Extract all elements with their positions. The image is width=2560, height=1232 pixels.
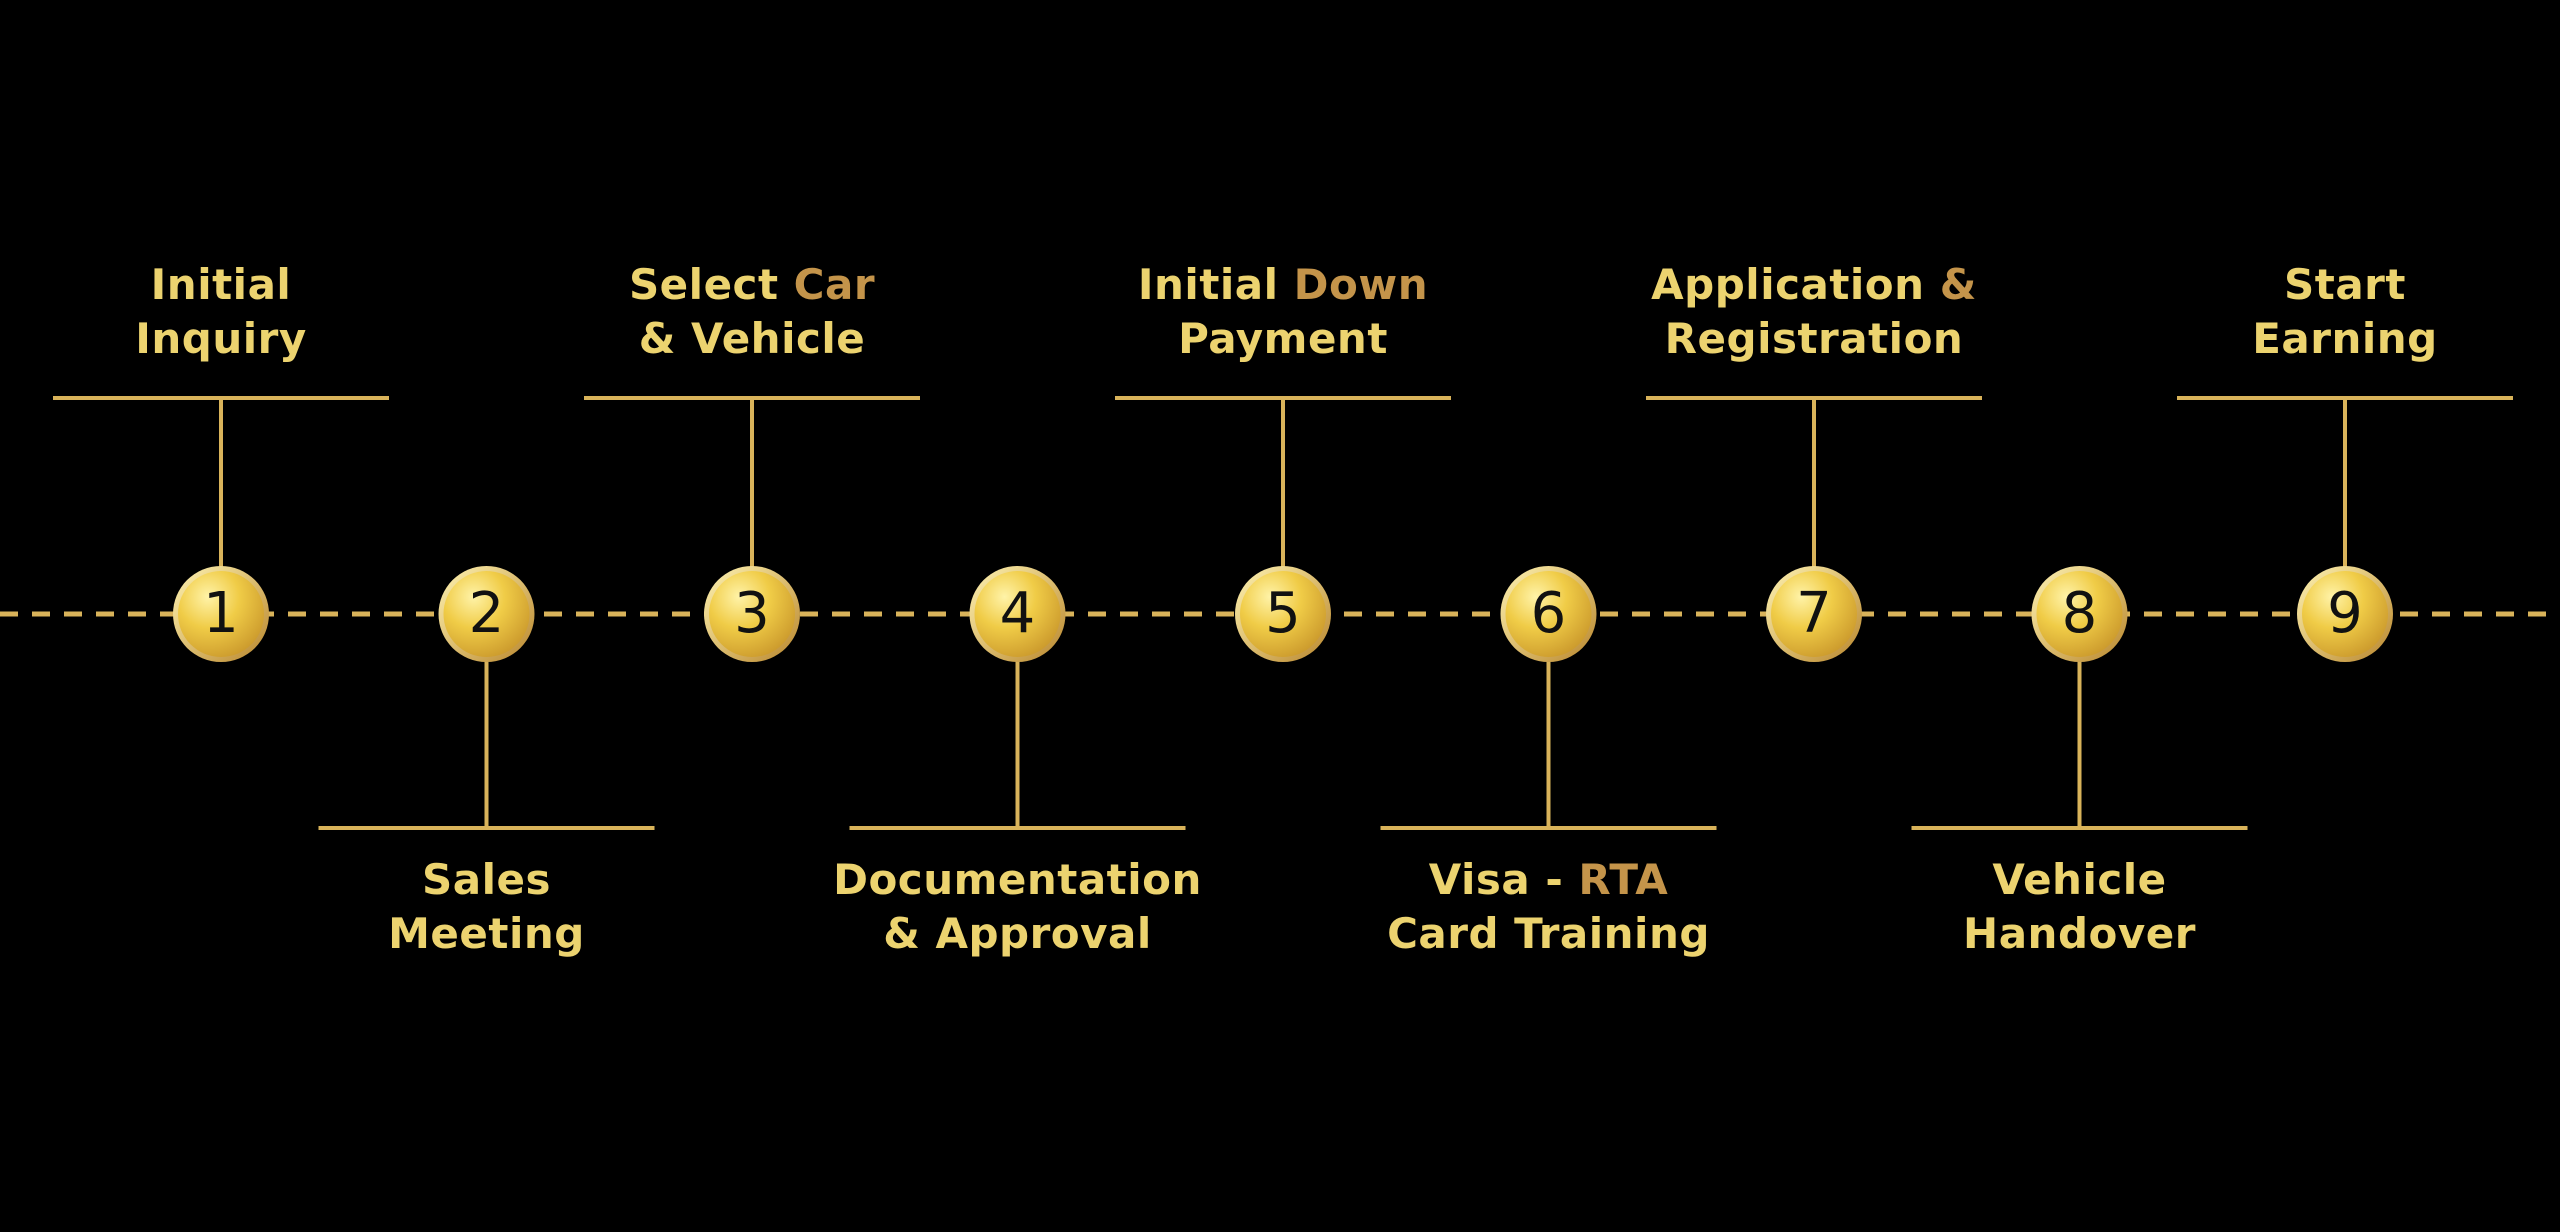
step-label-3: Select Car& Vehicle (552, 258, 952, 366)
step-label-text: Inquiry (135, 314, 307, 363)
step-label-text: Visa - (1428, 855, 1579, 904)
step-label-text: Vehicle (1992, 855, 2167, 904)
step-node-8 (2036, 571, 2123, 657)
step-label-line: Meeting (287, 907, 687, 961)
step-node-4 (974, 571, 1061, 657)
step-number-5: 5 (1265, 581, 1301, 646)
step-label-line: Initial Down (1083, 258, 1483, 312)
step-label-text: RTA (1578, 855, 1669, 904)
step-number-6: 6 (1530, 581, 1567, 646)
step-label-text: Payment (1178, 314, 1388, 363)
step-node-9 (2302, 571, 2388, 657)
step-label-text: Card Training (1387, 909, 1710, 958)
step-label-text: Earning (2252, 314, 2438, 363)
step-label-line: Visa - RTA (1349, 853, 1749, 907)
step-label-line: Vehicle (1880, 853, 2280, 907)
step-label-line: Documentation (818, 853, 1218, 907)
step-label-line: Handover (1880, 907, 2280, 961)
step-label-text: & (1939, 260, 1977, 309)
step-label-text: Meeting (388, 909, 585, 958)
step-label-line: Card Training (1349, 907, 1749, 961)
step-label-text: Initial (150, 260, 292, 309)
step-node-3 (709, 571, 795, 657)
step-node-7 (1771, 571, 1857, 657)
step-label-line: & Vehicle (552, 312, 952, 366)
step-label-text: Down (1293, 260, 1429, 309)
step-label-text: Application (1651, 260, 1940, 309)
step-label-text: Select (628, 260, 794, 309)
step-label-line: Sales (287, 853, 687, 907)
step-label-line: Select Car (552, 258, 952, 312)
step-label-7: Application &Registration (1614, 258, 2014, 366)
step-label-line: Initial (21, 258, 421, 312)
step-label-text: Start (2284, 260, 2406, 309)
step-label-line: Earning (2145, 312, 2545, 366)
step-label-text: Documentation (833, 855, 1202, 904)
step-label-text: Initial (1137, 260, 1294, 309)
step-label-line: Application & (1614, 258, 2014, 312)
step-label-line: Payment (1083, 312, 1483, 366)
step-label-text: & Approval (883, 909, 1152, 958)
step-number-3: 3 (734, 581, 770, 646)
step-label-line: Inquiry (21, 312, 421, 366)
step-label-text: & Vehicle (638, 314, 866, 363)
step-label-line: Start (2145, 258, 2545, 312)
step-label-text: Car (793, 260, 876, 309)
step-node-1 (178, 571, 264, 657)
step-label-line: Registration (1614, 312, 2014, 366)
step-label-line: & Approval (818, 907, 1218, 961)
step-label-text: Handover (1963, 909, 2196, 958)
step-label-text: Registration (1664, 314, 1964, 363)
step-number-7: 7 (1796, 581, 1832, 646)
step-node-2 (443, 571, 530, 657)
step-number-4: 4 (999, 581, 1036, 646)
step-node-5 (1240, 571, 1326, 657)
step-number-2: 2 (468, 581, 505, 646)
step-number-9: 9 (2327, 581, 2363, 646)
step-label-4: Documentation & Approval (818, 853, 1218, 961)
step-node-6 (1505, 571, 1592, 657)
step-number-1: 1 (203, 581, 239, 646)
step-number-8: 8 (2061, 581, 2098, 646)
step-label-text: Sales (422, 855, 551, 904)
